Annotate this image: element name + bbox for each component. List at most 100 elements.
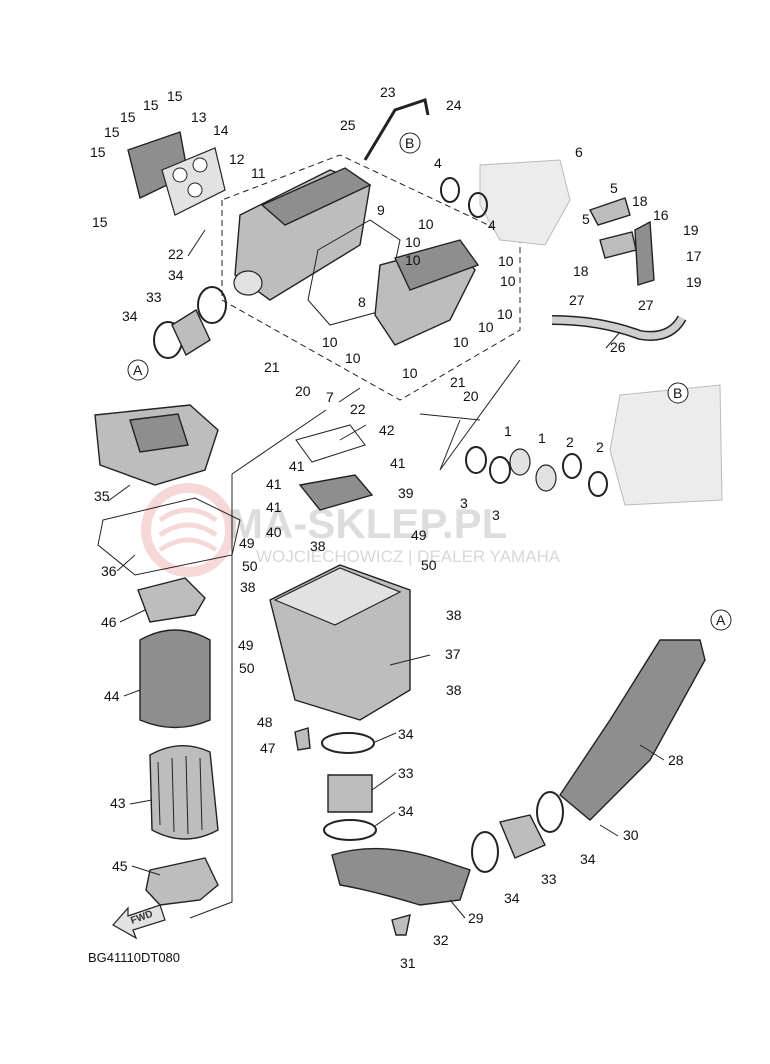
- fwd-arrow: [112, 904, 166, 940]
- watermark-brand: MA-SKLEP.PL: [228, 500, 507, 547]
- part-label-48: 48: [257, 714, 273, 730]
- part-label-33: 33: [146, 289, 162, 305]
- bracket-18a: [588, 197, 631, 226]
- part-label-11: 11: [251, 165, 266, 181]
- part-label-7: 7: [326, 389, 334, 405]
- part-label-17: 17: [686, 248, 702, 264]
- part-label-50: 50: [239, 660, 255, 676]
- part-label-36: 36: [101, 563, 117, 579]
- engine-ghost-upper: [479, 159, 571, 246]
- part-label-15: 15: [104, 124, 120, 140]
- part-label-27: 27: [569, 292, 585, 308]
- part-label-10: 10: [345, 350, 361, 366]
- part-label-15: 15: [120, 109, 136, 125]
- ring-2a: [562, 453, 582, 479]
- cage-43-bars: [157, 755, 203, 835]
- hose-26: [551, 316, 686, 340]
- part-label-2: 2: [596, 439, 604, 455]
- part-label-10: 10: [405, 234, 421, 250]
- engine-ghost-lower: [609, 384, 723, 506]
- part-label-50: 50: [421, 557, 437, 573]
- cage-43: [149, 744, 219, 840]
- part-label-5: 5: [610, 180, 618, 196]
- ref-a-lower-label: A: [716, 612, 726, 628]
- part-label-8: 8: [358, 294, 366, 310]
- part-label-29: 29: [468, 910, 484, 926]
- part-label-18: 18: [632, 193, 648, 209]
- seal-46: [137, 577, 206, 623]
- part-label-41: 41: [266, 476, 282, 492]
- ring-2b: [588, 471, 608, 497]
- part-label-10: 10: [478, 319, 494, 335]
- part-label-38: 38: [446, 682, 462, 698]
- duct-29: [331, 847, 471, 906]
- part-label-32: 32: [433, 932, 449, 948]
- cover-8-ribs: [394, 239, 480, 291]
- part-label-10: 10: [453, 334, 469, 350]
- part-label-38: 38: [240, 579, 256, 595]
- part-label-5: 5: [582, 211, 590, 227]
- clip-31: [391, 914, 411, 936]
- duct-33-lower: [327, 774, 373, 813]
- gasket-42: [295, 424, 366, 463]
- part-label-30: 30: [623, 827, 639, 843]
- part-label-19: 19: [686, 274, 702, 290]
- part-label-1: 1: [504, 423, 512, 439]
- part-label-22: 22: [168, 246, 184, 262]
- part-label-1: 1: [538, 430, 546, 446]
- part-label-2: 2: [566, 434, 574, 450]
- clamp-34-lower-b: [323, 819, 377, 841]
- part-label-34: 34: [398, 803, 414, 819]
- ref-b-lower-label: B: [673, 385, 682, 401]
- part-label-23: 23: [380, 84, 396, 100]
- part-label-33: 33: [541, 871, 557, 887]
- cover-39: [298, 474, 374, 511]
- part-label-49: 49: [239, 535, 255, 551]
- part-label-50: 50: [242, 558, 258, 574]
- part-label-35: 35: [94, 488, 110, 504]
- part-label-27: 27: [638, 297, 654, 313]
- part-label-15: 15: [143, 97, 159, 113]
- part-label-22: 22: [350, 401, 366, 417]
- element-44: [139, 629, 211, 729]
- frame-link-right: [439, 359, 521, 471]
- part-label-45: 45: [112, 858, 128, 874]
- part-labels: 1 1 2 2 3 3 4 4 5 5 6 7 8 9 10 10 10 10 …: [90, 84, 702, 971]
- part-label-37: 37: [445, 646, 461, 662]
- part-label-18: 18: [573, 263, 589, 279]
- part-label-42: 42: [379, 422, 395, 438]
- bracket-16: [634, 220, 655, 286]
- ref-a-upper: A: [127, 359, 149, 381]
- part-label-6: 6: [575, 144, 583, 160]
- cover-35-raised: [129, 413, 189, 453]
- part-label-10: 10: [405, 252, 421, 268]
- part-47: [294, 727, 311, 751]
- part-label-34: 34: [168, 267, 184, 283]
- part-label-24: 24: [446, 97, 462, 113]
- part-label-40: 40: [266, 524, 282, 540]
- clamp-34-right: [536, 791, 564, 833]
- ref-b-lower: B: [667, 382, 689, 404]
- part-label-19: 19: [683, 222, 699, 238]
- part-label-39: 39: [398, 485, 414, 501]
- gasket-36: [97, 497, 241, 576]
- part-label-15: 15: [90, 144, 106, 160]
- air-box-outlet: [233, 270, 263, 296]
- lower-frame-top: [231, 409, 481, 475]
- part-label-31: 31: [400, 955, 416, 971]
- part-label-10: 10: [402, 365, 418, 381]
- part-label-44: 44: [104, 688, 120, 704]
- part-label-13: 13: [191, 109, 207, 125]
- part-label-10: 10: [322, 334, 338, 350]
- part-label-4: 4: [434, 155, 442, 171]
- part-label-34: 34: [504, 890, 520, 906]
- ref-a-lower: A: [710, 609, 732, 631]
- ref-a-upper-label: A: [133, 362, 143, 378]
- ref-b-upper: B: [399, 132, 421, 154]
- clamp-34-mid: [471, 831, 499, 873]
- seal-1b: [535, 464, 557, 492]
- frame-45: [145, 857, 219, 906]
- part-label-34: 34: [398, 726, 414, 742]
